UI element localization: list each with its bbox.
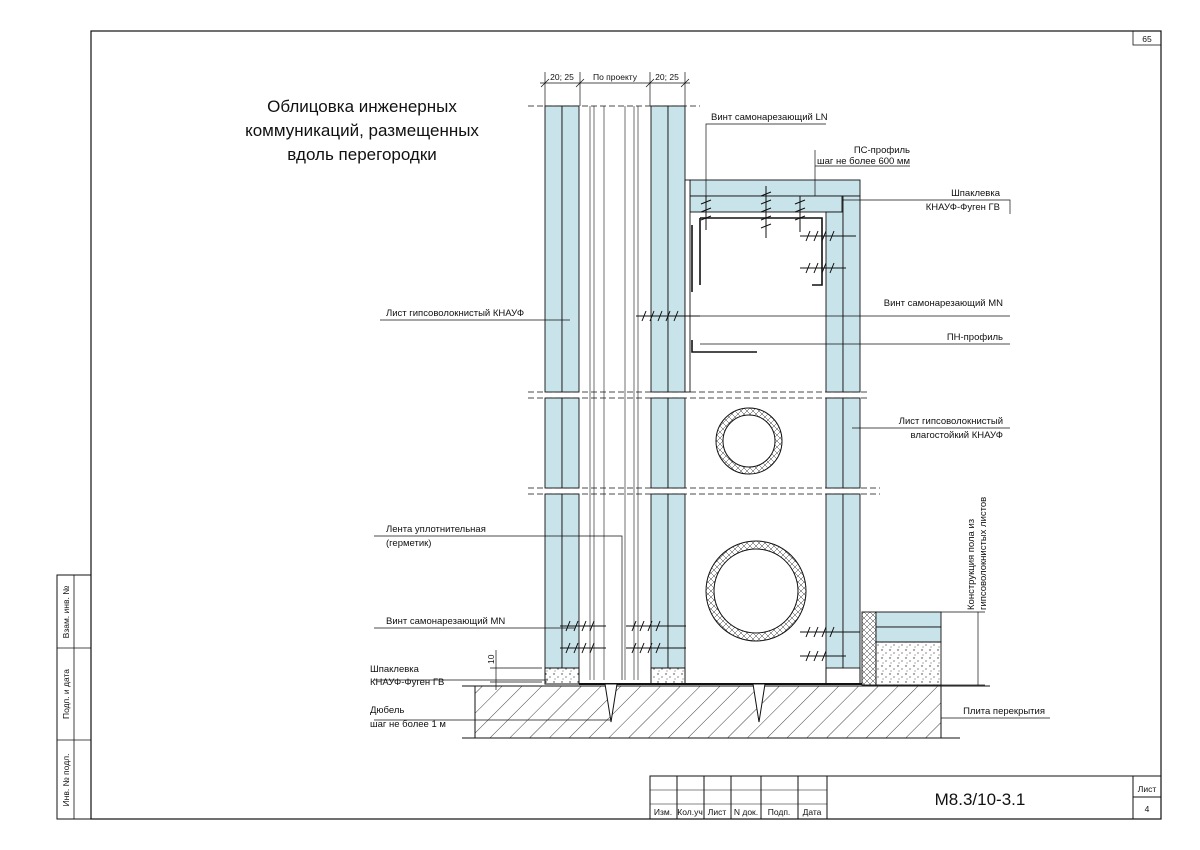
- label-putty-top-1: Шпаклевка: [951, 188, 1001, 199]
- label-floor-constr-1: Конструкция пола из: [966, 519, 977, 610]
- label-tape-2: (герметик): [386, 538, 431, 549]
- floor-construction: [861, 611, 942, 686]
- pipe-large: [705, 540, 807, 642]
- title-line2: коммуникаций, размещенных: [245, 121, 479, 140]
- tb-col-izm: Изм.: [654, 807, 672, 817]
- pipe-small: [715, 407, 783, 475]
- label-slab: Плита перекрытия: [963, 706, 1045, 717]
- drawing-code: М8.3/10-3.1: [935, 790, 1026, 809]
- tb-col-ndok: N док.: [734, 807, 758, 817]
- label-sheet-moist-1: Лист гипсоволокнистый: [899, 416, 1003, 427]
- tb-col-list: Лист: [708, 807, 727, 817]
- dowels: [604, 683, 766, 723]
- ps-profile: [699, 217, 823, 286]
- label-putty-bottom-1: Шпаклевка: [370, 664, 420, 675]
- title-line1: Облицовка инженерных: [267, 97, 457, 116]
- dim-right: 20; 25: [655, 72, 679, 82]
- dim-left: 20; 25: [550, 72, 574, 82]
- label-dowel-1: Дюбель: [370, 705, 404, 716]
- sheet-frame: [90, 30, 1162, 820]
- tb-col-podp: Подп.: [768, 807, 791, 817]
- cladding-right-boards: [825, 195, 861, 669]
- stamp-vzam: Взам. инв. №: [61, 586, 71, 639]
- tb-sheet-label: Лист: [1138, 784, 1157, 794]
- tb-col-data: Дата: [803, 807, 822, 817]
- label-ps-profile-step: шаг не более 600 мм: [817, 156, 910, 167]
- stamp-podp: Подп. и дата: [61, 669, 71, 719]
- label-dowel-2: шаг не более 1 м: [370, 719, 446, 730]
- tb-col-koluch: Кол.уч: [677, 807, 703, 817]
- pn-profile: [691, 340, 757, 353]
- page-number-box: [1132, 30, 1162, 46]
- label-ps-profile: ПС-профиль: [854, 145, 910, 156]
- label-pn-profile: ПН-профиль: [947, 332, 1003, 343]
- label-floor-constr-2: гипсоволокнистых листов: [978, 497, 989, 610]
- title-line3: вдоль перегородки: [287, 145, 437, 164]
- label-sheet-gvl: Лист гипсоволокнистый КНАУФ: [386, 308, 524, 319]
- label-screw-ln: Винт самонарезающий LN: [711, 112, 828, 123]
- label-screw-mn-right: Винт самонарезающий MN: [884, 298, 1003, 309]
- label-putty-top-2: КНАУФ-Фуген ГВ: [926, 202, 1000, 213]
- dim-gap: 10: [486, 654, 496, 664]
- floor-slab: [462, 685, 990, 739]
- top-dimension: [540, 72, 690, 106]
- leaders: [374, 123, 1050, 721]
- base-profiles: [544, 667, 862, 685]
- partition-left-boards: [544, 105, 580, 669]
- page-number: 65: [1142, 34, 1152, 44]
- tb-sheet-number: 4: [1145, 804, 1150, 814]
- partition-studs: [589, 106, 639, 680]
- side-stamp: Взам. инв. № Подп. и дата Инв. № подл.: [56, 574, 92, 820]
- label-sheet-moist-2: влагостойкий КНАУФ: [911, 430, 1003, 441]
- label-screw-mn-left: Винт самонарезающий MN: [386, 616, 505, 627]
- stamp-inv: Инв. № подл.: [61, 754, 71, 807]
- label-tape-1: Лента уплотнительная: [386, 524, 486, 535]
- dim-middle: По проекту: [593, 72, 638, 82]
- partition-right-boards: [650, 105, 686, 669]
- title-block: [649, 775, 1162, 820]
- label-putty-bottom-2: КНАУФ-Фуген ГВ: [370, 677, 444, 688]
